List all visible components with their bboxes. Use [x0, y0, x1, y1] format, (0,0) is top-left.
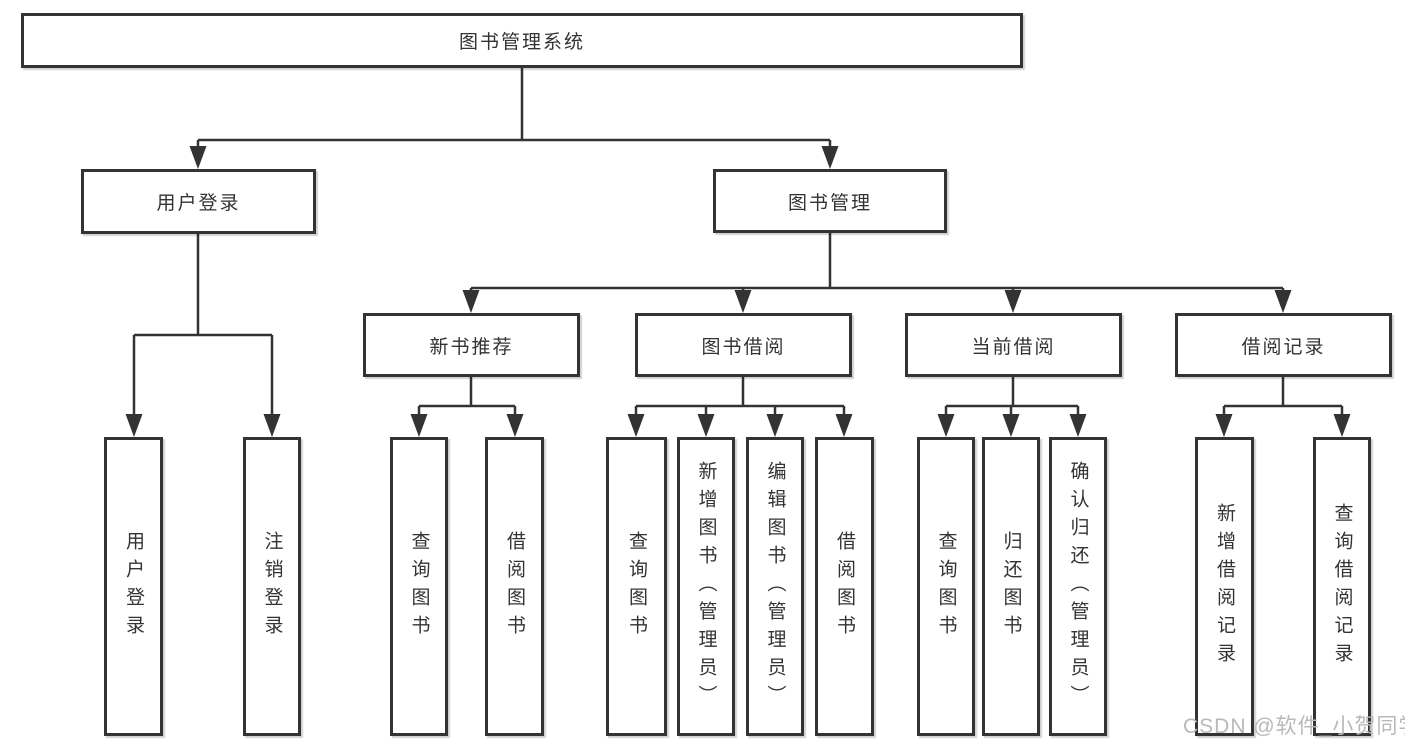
leaf-confirm-return-admin: 确认归还（管理员）: [1049, 437, 1107, 736]
leaf-label: 归还图书: [1000, 530, 1022, 643]
node-current-borrow: 当前借阅: [905, 313, 1122, 377]
leaf-label: 借阅图书: [834, 530, 855, 643]
node-borrow-records: 借阅记录: [1175, 313, 1392, 377]
leaf-user-login: 用户登录: [104, 437, 163, 736]
leaf-label: 新增图书（管理员）: [695, 460, 717, 713]
arrowheads: [125, 146, 1351, 437]
leaf-label: 借阅图书: [504, 530, 525, 643]
leaf-add-borrow-record: 新增借阅记录: [1195, 437, 1254, 736]
leaf-query-books-1: 查询图书: [390, 437, 448, 736]
leaf-label: 新增借阅记录: [1214, 502, 1235, 671]
leaf-query-books-3: 查询图书: [917, 437, 975, 736]
node-book-borrow: 图书借阅: [635, 313, 852, 377]
node-new-book-recommend: 新书推荐: [363, 313, 580, 377]
leaf-query-books-2: 查询图书: [606, 437, 667, 736]
leaf-edit-books-admin: 编辑图书（管理员）: [746, 437, 804, 736]
leaf-add-books-admin: 新增图书（管理员）: [677, 437, 735, 736]
leaf-label: 编辑图书（管理员）: [764, 460, 786, 713]
leaf-label: 查询图书: [935, 530, 957, 643]
csdn-watermark: CSDN @软件_小贺同学: [1183, 715, 1405, 738]
node-root-library-system: 图书管理系统: [21, 13, 1023, 68]
leaf-label: 查询图书: [626, 530, 647, 643]
leaf-label: 查询借阅记录: [1331, 502, 1353, 671]
leaf-label: 用户登录: [123, 530, 144, 643]
leaf-label: 注销登录: [261, 530, 283, 643]
leaf-label: 确认归还（管理员）: [1067, 460, 1089, 713]
leaf-borrow-books-1: 借阅图书: [485, 437, 544, 736]
leaf-return-books: 归还图书: [982, 437, 1040, 736]
leaf-label: 查询图书: [408, 530, 430, 643]
node-user-login: 用户登录: [81, 169, 316, 234]
leaf-query-borrow-record: 查询借阅记录: [1313, 437, 1371, 736]
leaf-borrow-books-2: 借阅图书: [815, 437, 874, 736]
leaf-logout: 注销登录: [243, 437, 301, 736]
node-book-management: 图书管理: [713, 169, 947, 233]
